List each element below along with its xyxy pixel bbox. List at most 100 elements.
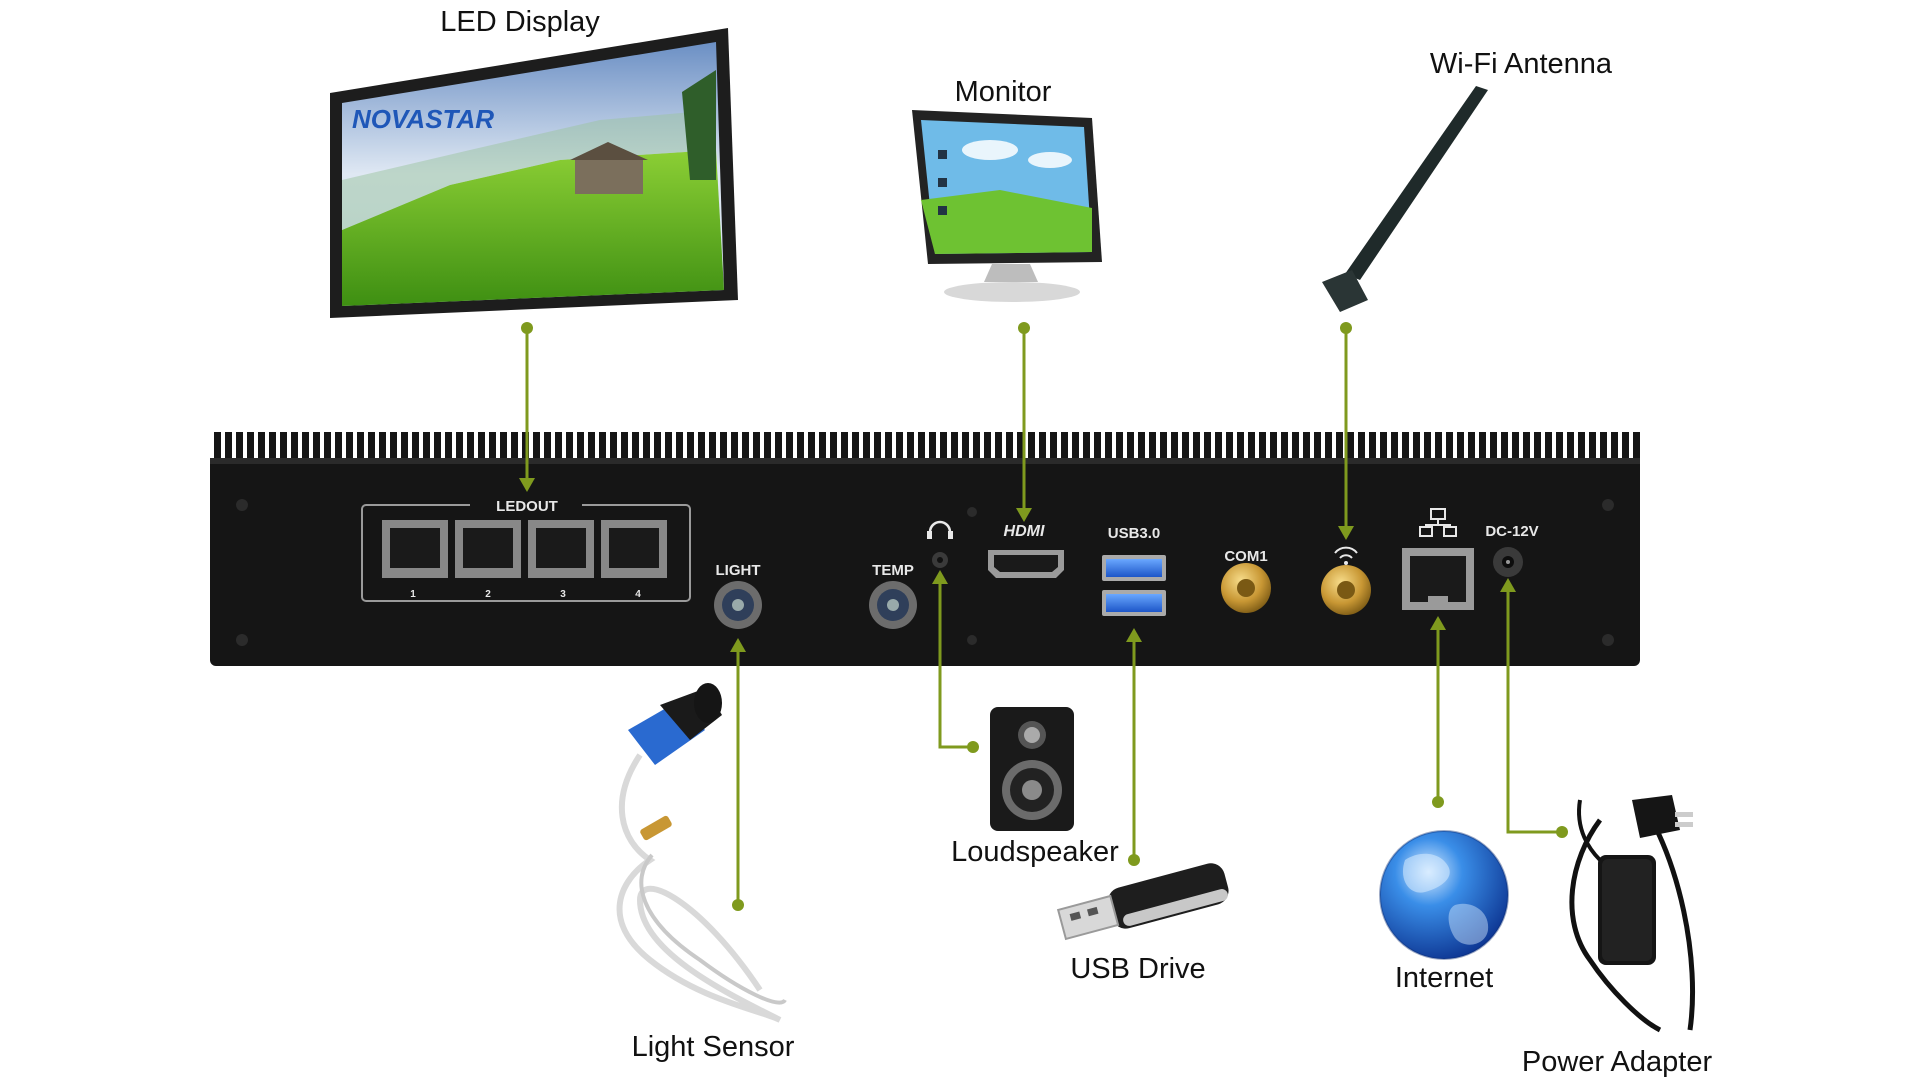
led-display-image: NOVASTAR [330,28,738,318]
heatsink-fin [1237,432,1244,462]
power-adapter-image [1569,795,1696,1033]
heatsink-fin [1336,432,1343,462]
ledout-label: LEDOUT [496,498,558,515]
heatsink-fin [1391,432,1398,462]
heatsink-fin [500,432,507,462]
media-player-device: LEDOUT 1 2 3 4 LIGHT TEMP [210,432,1640,666]
heatsink-fin [401,432,408,462]
heatsink-fin [610,432,617,462]
heatsink-fin [918,432,925,462]
heatsink-fin [874,432,881,462]
heatsink-fin [1116,432,1123,462]
usb-label: USB3.0 [1108,525,1161,542]
heatsink-fin [709,432,716,462]
heatsink-fin [445,432,452,462]
heatsink-fin [1083,432,1090,462]
heatsink-fin [1149,432,1156,462]
heatsink-fin [698,432,705,462]
heatsink-fin [1347,432,1354,462]
heatsink-fin [1413,432,1420,462]
heatsink-fin [885,432,892,462]
led-brand-logo: NOVASTAR [352,104,494,134]
heatsink-fin [555,432,562,462]
temp-port-label: TEMP [872,562,914,579]
heatsink-fin [1006,432,1013,462]
light-sensor-label: Light Sensor [631,1031,795,1063]
heatsink-fin [280,432,287,462]
heatsink-fin [1160,432,1167,462]
heatsink-fin [852,432,859,462]
heatsink-fin [269,432,276,462]
heatsink-fin [775,432,782,462]
heatsink-fin [1611,432,1618,462]
heatsink-fin [1270,432,1277,462]
heatsink-fin [423,432,430,462]
heatsink-fin [1226,432,1233,462]
heatsink-fin [819,432,826,462]
heatsink-fin [1479,432,1486,462]
heatsink-fin [1556,432,1563,462]
heatsink-fin [1303,432,1310,462]
heatsink-fin [313,432,320,462]
loudspeaker-label: Loudspeaker [951,836,1119,868]
network-icon [1419,508,1457,537]
power-adapter-label: Power Adapter [1521,1046,1713,1078]
heatsink-fin [1017,432,1024,462]
heatsink-fin [1435,432,1442,462]
heatsink-fin [511,432,518,462]
heatsink-fin [731,432,738,462]
ledout-number: 3 [560,589,566,600]
wifi-antenna-label: Wi-Fi Antenna [1429,48,1613,80]
heatsink-fin [1182,432,1189,462]
heatsink-fin [654,432,661,462]
heatsink-fin [412,432,419,462]
heatsink-fin [786,432,793,462]
heatsink-fin [1248,432,1255,462]
heatsink-fin [346,432,353,462]
heatsink-fin [1193,432,1200,462]
heatsink-fin [467,432,474,462]
heatsink-fin [1105,432,1112,462]
heatsink-fin [742,432,749,462]
wifi-antenna-image [1322,86,1488,312]
globe-icon [1379,830,1509,960]
heatsink-fin [962,432,969,462]
heatsink-fin [1567,432,1574,462]
heatsink-fin [566,432,573,462]
heatsink-fin [1292,432,1299,462]
heatsink-fin [489,432,496,462]
heatsink-fin [863,432,870,462]
heatsink-fin [1094,432,1101,462]
heatsink-fin [1633,432,1640,462]
ledout-number: 1 [410,589,416,600]
loudspeaker-image [990,707,1074,831]
led-display-label: LED Display [440,6,600,38]
heatsink-fin [1457,432,1464,462]
heatsink-fin [1281,432,1288,462]
heatsink-fin [1061,432,1068,462]
heatsink-fin [1171,432,1178,462]
loudspeaker-connector [938,582,973,749]
heatsink-fin [929,432,936,462]
heatsink-fin [1490,432,1497,462]
heatsink-fin [1127,432,1134,462]
heatsink-fin [1523,432,1530,462]
heatsink-fin [1501,432,1508,462]
heatsink-fin [390,432,397,462]
heatsink-fin [1402,432,1409,462]
heatsink-fin [533,432,540,462]
heatsink-fin [1215,432,1222,462]
heatsink-fin [1325,432,1332,462]
heatsink-fin [1072,432,1079,462]
heatsink-fin [665,432,672,462]
heatsink-fin [940,432,947,462]
heatsink-fin [1589,432,1596,462]
light-port-label: LIGHT [716,562,761,579]
power-connector [1506,590,1562,834]
heatsink-fin [599,432,606,462]
heatsink-fin [1314,432,1321,462]
heatsink-fin [1358,432,1365,462]
heatsink-fin [544,432,551,462]
heatsink-fin [896,432,903,462]
